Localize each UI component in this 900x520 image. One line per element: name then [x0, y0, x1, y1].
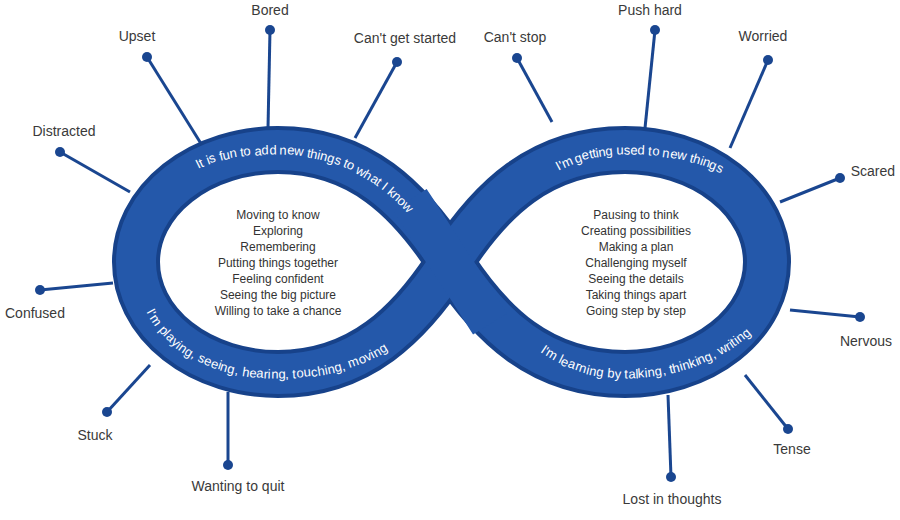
emotion-label: Tense	[771, 441, 812, 457]
band-letter: d	[637, 144, 645, 157]
list-item: Remembering	[215, 239, 342, 255]
infinity-band-face	[136, 150, 767, 374]
list-item: Seeing the big picture	[215, 287, 342, 303]
list-item: Creating possibilities	[581, 223, 691, 239]
band-letter: ,	[285, 367, 289, 380]
band-letter: w	[676, 148, 688, 163]
list-item: Putting things together	[215, 255, 342, 271]
band-letter: g	[595, 365, 604, 379]
list-item: Willing to take a chance	[215, 303, 342, 319]
leader-dots	[35, 25, 865, 482]
list-item: Taking things apart	[581, 287, 691, 303]
emotion-label: Wanting to quit	[190, 478, 287, 494]
list-item: Seeing the details	[581, 271, 691, 287]
band-letter: d	[261, 144, 269, 157]
loop-list: Moving to knowExploringRememberingPuttin…	[215, 207, 342, 319]
band-letter: u	[616, 143, 624, 156]
list-item: Going step by step	[581, 303, 691, 319]
band-letter: g	[605, 144, 614, 158]
list-item: Exploring	[215, 223, 342, 239]
emotion-label: Can't stop	[482, 29, 549, 45]
emotion-label: Push hard	[616, 2, 684, 18]
band-letter: n	[271, 367, 278, 380]
band-text: I'm learning by talking, thinking, writi…	[460, 128, 790, 396]
band-letter: i	[268, 367, 271, 380]
leader-lines	[40, 30, 860, 477]
band-letter: y	[614, 367, 621, 380]
band-letter: r	[263, 367, 268, 380]
band-letter: n	[280, 143, 288, 156]
emotion-label: Stuck	[75, 427, 114, 443]
band-letter: n	[228, 146, 237, 160]
band-letter: a	[254, 144, 262, 157]
band-letter: g	[278, 367, 285, 380]
band-letter: b	[607, 367, 615, 381]
band-letter: s	[624, 143, 631, 156]
emotion-label: Nervous	[838, 333, 894, 349]
band-letter: e	[630, 144, 638, 157]
band-letter: t	[624, 367, 628, 380]
infinity-band	[136, 150, 767, 374]
band-letter	[276, 143, 280, 156]
infinity-loop: Pausing to thinkCreating possibilitiesMa…	[460, 128, 790, 396]
band-letter: a	[628, 367, 636, 380]
emotion-label: Scared	[849, 163, 897, 179]
band-text: I'm playing, seeing, hearing, touching, …	[113, 128, 443, 396]
band-letter	[621, 367, 625, 380]
band-letter	[613, 144, 617, 157]
band-crossing	[410, 200, 490, 324]
list-item: Moving to know	[215, 207, 342, 223]
emotion-label: Can't get started	[352, 30, 458, 46]
emotion-label: Distracted	[30, 123, 97, 139]
band-letter: o	[651, 145, 659, 159]
list-item: Challenging myself	[581, 255, 691, 271]
emotion-label: Lost in thoughts	[621, 491, 724, 507]
band-text: I'm getting used to new things	[460, 128, 790, 396]
band-letter: w	[294, 144, 305, 158]
list-item: Making a plan	[581, 239, 691, 255]
emotion-label: Confused	[3, 305, 67, 321]
band-letter: o	[243, 145, 252, 159]
band-letter: d	[269, 143, 276, 156]
band-letter: a	[256, 367, 264, 381]
emotion-label: Bored	[249, 2, 290, 18]
infinity-loop: Moving to knowExploringRememberingPuttin…	[113, 128, 443, 396]
list-item: Pausing to think	[581, 207, 691, 223]
band-text: It is fun to add new things to what I kn…	[113, 128, 443, 396]
emotion-label: Worried	[737, 28, 790, 44]
loop-list: Pausing to thinkCreating possibilitiesMa…	[581, 207, 691, 319]
list-item: Feeling confident	[215, 271, 342, 287]
emotion-label: Upset	[117, 28, 158, 44]
